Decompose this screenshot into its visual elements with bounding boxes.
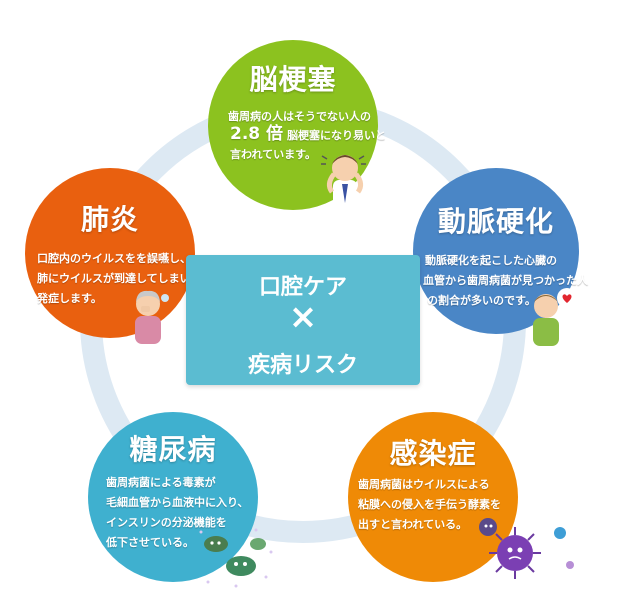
node-pneumonia-text-2: 肺にウイルスが到達してしまい — [37, 272, 191, 285]
node-pneumonia-text-3: 発症します。 — [37, 292, 102, 305]
node-diabetes-text-3: インスリンの分泌機能を — [106, 516, 227, 529]
node-diabetes-text-2: 毛細血管から血液中に入り、 — [106, 496, 249, 509]
node-stroke-title: 脳梗塞 — [249, 63, 337, 96]
center-title-disease-risk: 疾病リスク — [247, 353, 358, 378]
node-diabetes-title: 糖尿病 — [129, 433, 217, 466]
virus-icon — [479, 518, 574, 579]
center-theme-box: 口腔ケア × 疾病リスク — [186, 255, 420, 385]
node-infection-text-2: 粘膜への侵入を手伝う酵素を — [358, 498, 501, 511]
stroke-line2-text: 脳梗塞になり易いと — [287, 129, 387, 142]
node-arteriosclerosis-text-3: の割合が多いのです。 — [427, 294, 536, 307]
bacteria-icon — [199, 528, 273, 588]
headache-person-illustration — [321, 155, 366, 208]
node-infection-text-1: 歯周病菌はウイルスによる — [358, 478, 490, 491]
node-pneumonia-text-1: 口腔内のウイルスをを誤嚥し、 — [37, 252, 191, 265]
node-stroke: 脳梗塞 歯周病の人はそうでない人の 2.8 倍脳梗塞になり易いと 言われています… — [208, 40, 386, 210]
node-infection-title: 感染症 — [389, 437, 477, 470]
node-stroke-text-1: 歯周病の人はそうでない人の — [228, 110, 371, 123]
node-stroke-text-3: 言われています。 — [230, 148, 317, 161]
coughing-elder-illustration — [135, 290, 169, 344]
center-title-oral-care: 口腔ケア — [258, 275, 347, 300]
node-arteriosclerosis-text-1: 動脈硬化を起こした心臓の — [425, 254, 557, 267]
stroke-multiplier: 2.8 倍 — [230, 124, 284, 144]
heart-patient-illustration — [533, 288, 577, 346]
node-pneumonia-title: 肺炎 — [80, 203, 139, 236]
node-diabetes-text-4: 低下させている。 — [106, 536, 194, 549]
cross-symbol: × — [288, 297, 318, 337]
node-pneumonia: 肺炎 口腔内のウイルスをを誤嚥し、 肺にウイルスが到達してしまい 発症します。 — [25, 168, 195, 344]
node-infection-text-3: 出すと言われている。 — [358, 518, 468, 531]
node-arteriosclerosis-text-2: 血管から歯周病菌が見つかった人 — [423, 274, 588, 287]
node-arteriosclerosis: 動脈硬化 動脈硬化を起こした心臓の 血管から歯周病菌が見つかった人 の割合が多い… — [413, 168, 588, 346]
node-arteriosclerosis-title: 動脈硬化 — [437, 205, 554, 238]
node-stroke-text-2: 2.8 倍脳梗塞になり易いと — [230, 126, 387, 143]
node-diabetes-text-1: 歯周病菌による毒素が — [106, 476, 216, 489]
node-diabetes: 糖尿病 歯周病菌による毒素が 毛細血管から血液中に入り、 インスリンの分泌機能を… — [88, 412, 258, 582]
